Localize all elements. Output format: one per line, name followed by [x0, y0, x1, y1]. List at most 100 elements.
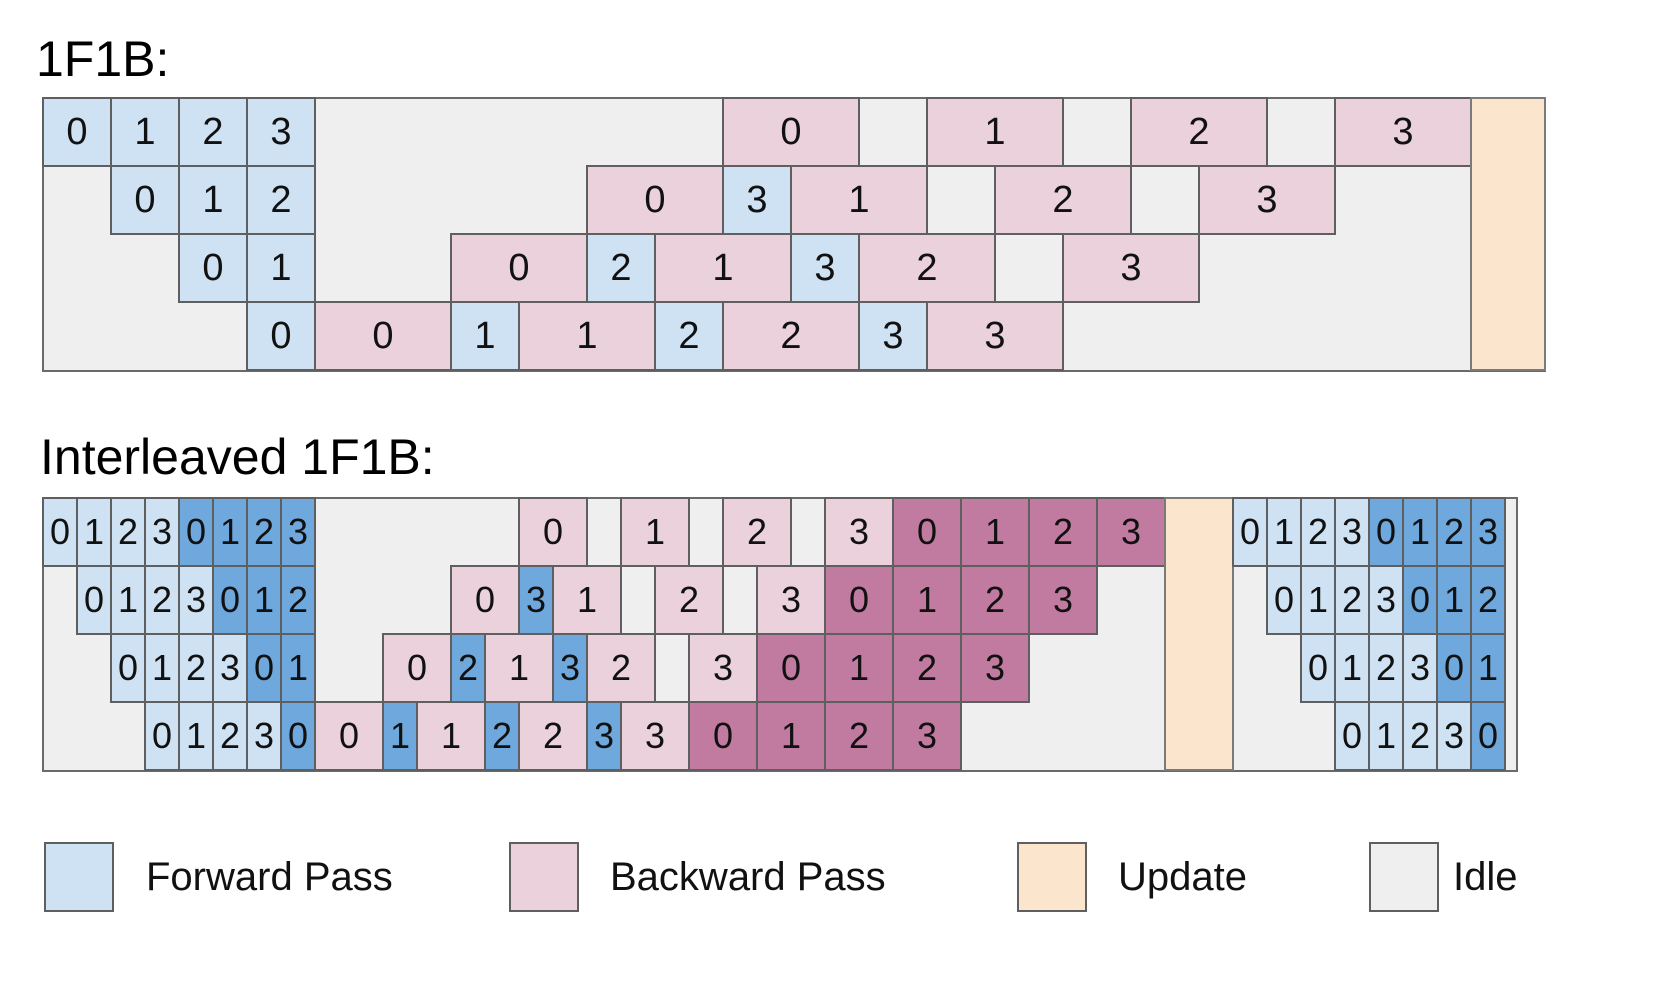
panel-interleaved-row0-backward-mb1: 1	[620, 497, 690, 567]
panel-1f1b-row1-backward-mb3: 3	[1198, 165, 1336, 235]
panel-interleaved-row0-backward-chunk2-mb0: 0	[892, 497, 962, 567]
panel-interleaved-row1-backward-chunk2-mb3: 3	[1028, 565, 1098, 635]
panel-interleaved-row1-forward-chunk2-mb3: 3	[518, 565, 554, 635]
panel-interleaved-row2-backward-mb1: 1	[484, 633, 554, 703]
panel-1f1b-row0-backward-mb1: 1	[926, 97, 1064, 167]
panel-interleaved-row0-forward-chunk2-mb1: 1	[1402, 497, 1438, 567]
panel-interleaved-row3-forward-mb3: 3	[246, 701, 282, 771]
panel-interleaved-row0-forward-mb2: 2	[1300, 497, 1336, 567]
panel-interleaved-row0-forward-mb3: 3	[1334, 497, 1370, 567]
panel-1f1b-row0-forward-mb3: 3	[246, 97, 316, 167]
panel-interleaved-row3-backward-chunk2-mb0: 0	[688, 701, 758, 771]
panel-1f1b-row3-forward-mb2: 2	[654, 301, 724, 371]
panel-1f1b-row1-backward-mb2: 2	[994, 165, 1132, 235]
panel-interleaved-row0-forward-mb1: 1	[76, 497, 112, 567]
panel-1f1b-row0-forward-mb0: 0	[42, 97, 112, 167]
title-interleaved-1f1b: Interleaved 1F1B:	[40, 429, 435, 485]
panel-interleaved-row0-update	[1164, 497, 1234, 771]
panel-interleaved-row1-backward-chunk2-mb1: 1	[892, 565, 962, 635]
panel-interleaved-row2-forward-chunk2-mb0: 0	[246, 633, 282, 703]
panel-interleaved-row3-backward-mb2: 2	[518, 701, 588, 771]
panel-1f1b-row2-forward-mb2: 2	[586, 233, 656, 303]
panel-interleaved-row2-forward-chunk2-mb0: 0	[1436, 633, 1472, 703]
panel-interleaved-row3-forward-mb0: 0	[144, 701, 180, 771]
panel-interleaved-row1-forward-chunk2-mb0: 0	[212, 565, 248, 635]
panel-interleaved-row2-forward-mb2: 2	[178, 633, 214, 703]
panel-interleaved-row2-forward-chunk2-mb1: 1	[280, 633, 316, 703]
panel-1f1b-row1-forward-mb0: 0	[110, 165, 180, 235]
panel-1f1b-row3-forward-mb0: 0	[246, 301, 316, 371]
panel-1f1b-row3-backward-mb0: 0	[314, 301, 452, 371]
panel-interleaved-row0-backward-mb0: 0	[518, 497, 588, 567]
panel-interleaved-row2-forward-mb0: 0	[1300, 633, 1336, 703]
legend-label-idle: Idle	[1453, 855, 1518, 899]
legend-swatch-backward	[509, 842, 579, 912]
panel-interleaved-row3-forward-mb1: 1	[1368, 701, 1404, 771]
legend-label-forward: Forward Pass	[146, 855, 393, 899]
panel-interleaved-row0-backward-mb2: 2	[722, 497, 792, 567]
panel-interleaved-row1-forward-mb2: 2	[144, 565, 180, 635]
panel-interleaved-row1-forward-chunk2-mb2: 2	[1470, 565, 1506, 635]
panel-interleaved-row0-forward-chunk2-mb3: 3	[1470, 497, 1506, 567]
panel-interleaved-row3-forward-mb0: 0	[1334, 701, 1370, 771]
panel-interleaved-row3-backward-mb3: 3	[620, 701, 690, 771]
panel-1f1b-row2-backward-mb2: 2	[858, 233, 996, 303]
panel-interleaved-row1-backward-chunk2-mb2: 2	[960, 565, 1030, 635]
panel-interleaved-row2-forward-mb0: 0	[110, 633, 146, 703]
panel-interleaved-row2-backward-mb3: 3	[688, 633, 758, 703]
panel-interleaved-row0-backward-mb3: 3	[824, 497, 894, 567]
panel-interleaved-row2-forward-mb1: 1	[144, 633, 180, 703]
panel-interleaved-row3-forward-chunk2-mb0: 0	[1470, 701, 1506, 771]
panel-1f1b-row0-backward-mb3: 3	[1334, 97, 1472, 167]
panel-interleaved-row3-forward-mb2: 2	[212, 701, 248, 771]
panel-interleaved-row0-forward-mb1: 1	[1266, 497, 1302, 567]
legend-swatch-update	[1017, 842, 1087, 912]
panel-interleaved-row3-backward-chunk2-mb1: 1	[756, 701, 826, 771]
panel-interleaved-row1-forward-mb3: 3	[1368, 565, 1404, 635]
panel-interleaved-row2-backward-chunk2-mb0: 0	[756, 633, 826, 703]
panel-interleaved-row1-backward-mb1: 1	[552, 565, 622, 635]
panel-interleaved-row2-forward-mb2: 2	[1368, 633, 1404, 703]
panel-interleaved-row2-backward-chunk2-mb2: 2	[892, 633, 962, 703]
panel-interleaved-row2-backward-mb0: 0	[382, 633, 452, 703]
panel-1f1b-row1-forward-mb1: 1	[178, 165, 248, 235]
panel-interleaved-row0-forward-mb3: 3	[144, 497, 180, 567]
panel-interleaved-row0-forward-chunk2-mb2: 2	[246, 497, 282, 567]
panel-1f1b-row2-forward-mb3: 3	[790, 233, 860, 303]
panel-interleaved-row2-forward-mb3: 3	[212, 633, 248, 703]
panel-interleaved-row1-forward-chunk2-mb1: 1	[246, 565, 282, 635]
panel-interleaved-row3-backward-chunk2-mb3: 3	[892, 701, 962, 771]
panel-interleaved-row3-forward-chunk2-mb2: 2	[484, 701, 520, 771]
panel-interleaved-row3-backward-mb0: 0	[314, 701, 384, 771]
panel-interleaved-row2-forward-chunk2-mb3: 3	[552, 633, 588, 703]
legend-label-backward: Backward Pass	[610, 855, 886, 899]
panel-1f1b-row3-forward-mb3: 3	[858, 301, 928, 371]
panel-interleaved-row0-forward-chunk2-mb2: 2	[1436, 497, 1472, 567]
panel-1f1b-row1-forward-mb3: 3	[722, 165, 792, 235]
panel-interleaved-row0-forward-mb0: 0	[42, 497, 78, 567]
panel-1f1b-row1-backward-mb0: 0	[586, 165, 724, 235]
legend-swatch-idle	[1369, 842, 1439, 912]
panel-1f1b-row2-backward-mb1: 1	[654, 233, 792, 303]
panel-interleaved-row0-forward-chunk2-mb1: 1	[212, 497, 248, 567]
panel-interleaved-row2-forward-chunk2-mb2: 2	[450, 633, 486, 703]
panel-interleaved-row2-forward-mb1: 1	[1334, 633, 1370, 703]
panel-interleaved-row0-backward-chunk2-mb3: 3	[1096, 497, 1166, 567]
panel-interleaved-row3-forward-chunk2-mb1: 1	[382, 701, 418, 771]
panel-1f1b-row2-forward-mb0: 0	[178, 233, 248, 303]
legend-swatch-forward	[44, 842, 114, 912]
panel-1f1b-row3-backward-mb3: 3	[926, 301, 1064, 371]
panel-interleaved-row1-backward-mb0: 0	[450, 565, 520, 635]
panel-1f1b-row0-backward-mb0: 0	[722, 97, 860, 167]
panel-1f1b-row2-forward-mb1: 1	[246, 233, 316, 303]
panel-interleaved-row3-forward-mb1: 1	[178, 701, 214, 771]
panel-interleaved-row1-forward-mb0: 0	[1266, 565, 1302, 635]
panel-1f1b-row0-backward-mb2: 2	[1130, 97, 1268, 167]
panel-1f1b-row0-update	[1470, 97, 1546, 371]
panel-interleaved-row3-forward-mb2: 2	[1402, 701, 1438, 771]
panel-interleaved-row0-backward-chunk2-mb2: 2	[1028, 497, 1098, 567]
panel-interleaved-row1-forward-mb1: 1	[1300, 565, 1336, 635]
panel-interleaved-row1-forward-mb0: 0	[76, 565, 112, 635]
